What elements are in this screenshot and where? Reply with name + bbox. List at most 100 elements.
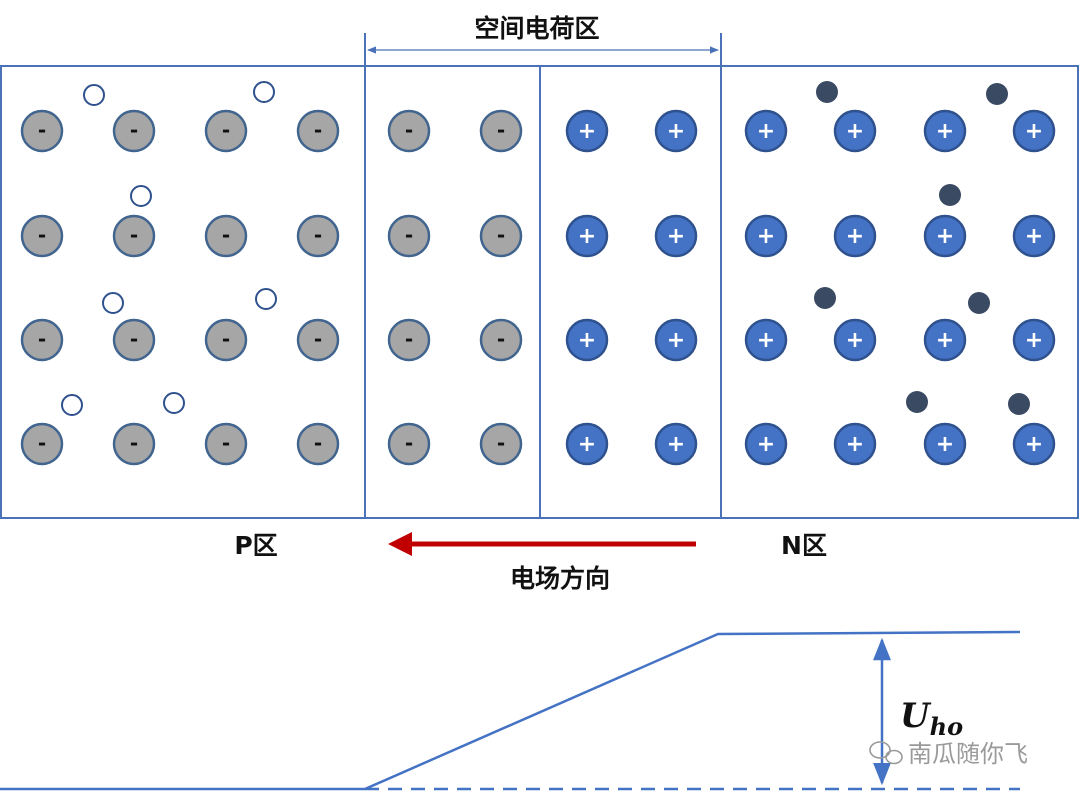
negative-sign: -: [38, 327, 46, 351]
negative-sign: -: [222, 223, 230, 247]
negative-ion-icon: -: [204, 318, 248, 362]
electron-icon: [906, 391, 928, 413]
negative-sign: -: [38, 431, 46, 455]
positive-sign: +: [1025, 119, 1043, 144]
positive-ion-icon: +: [923, 214, 967, 258]
positive-ion-icon: +: [654, 422, 698, 466]
positive-ion-icon: +: [654, 318, 698, 362]
negative-ion-icon: -: [112, 318, 156, 362]
negative-sign: -: [497, 118, 505, 142]
electron-icon: [986, 83, 1008, 105]
positive-ion-icon: +: [1012, 109, 1056, 153]
n-region-label: N区: [781, 531, 827, 560]
negative-ion-icon: -: [479, 214, 523, 258]
negative-ion-icon: -: [112, 109, 156, 153]
positive-ion-icon: +: [1012, 422, 1056, 466]
positive-sign: +: [1025, 224, 1043, 249]
positive-sign: +: [757, 224, 775, 249]
field-arrow-head: [388, 532, 412, 556]
field-direction-label: 电场方向: [510, 564, 610, 593]
positive-ion-icon: +: [654, 109, 698, 153]
negative-ion-icon: -: [479, 422, 523, 466]
negative-ion-icon: -: [296, 214, 340, 258]
negative-sign: -: [222, 327, 230, 351]
barrier-potential-symbol: U: [900, 696, 932, 736]
negative-sign: -: [405, 327, 413, 351]
positive-ion-icon: +: [833, 422, 877, 466]
positive-ion-icon: +: [1012, 214, 1056, 258]
potential-curve: [0, 630, 1021, 791]
negative-sign: -: [130, 431, 138, 455]
ion-lattice: - - - - - - + + + + + + - - - - - - + + + + + + - - - - - - + + + + + + - - - -…: [20, 109, 1056, 466]
positive-sign: +: [757, 328, 775, 353]
negative-sign: -: [497, 223, 505, 247]
negative-sign: -: [405, 431, 413, 455]
negative-sign: -: [405, 118, 413, 142]
positive-sign: +: [578, 328, 596, 353]
negative-sign: -: [405, 223, 413, 247]
positive-sign: +: [757, 119, 775, 144]
negative-ion-icon: -: [296, 109, 340, 153]
negative-sign: -: [314, 223, 322, 247]
positive-ion-icon: +: [565, 214, 609, 258]
positive-ion-icon: +: [744, 214, 788, 258]
positive-sign: +: [667, 119, 685, 144]
positive-sign: +: [846, 119, 864, 144]
positive-ion-icon: +: [565, 422, 609, 466]
electron-icon: [1008, 393, 1030, 415]
negative-ion-icon: -: [112, 214, 156, 258]
positive-ion-icon: +: [923, 422, 967, 466]
electron-icon: [968, 292, 990, 314]
negative-sign: -: [130, 118, 138, 142]
negative-sign: -: [314, 431, 322, 455]
holes-group: [61, 81, 277, 416]
positive-sign: +: [667, 432, 685, 457]
hole-icon: [130, 185, 152, 207]
positive-ion-icon: +: [833, 214, 877, 258]
negative-sign: -: [130, 327, 138, 351]
positive-ion-icon: +: [565, 318, 609, 362]
positive-sign: +: [578, 224, 596, 249]
positive-sign: +: [578, 432, 596, 457]
positive-ion-icon: +: [1012, 318, 1056, 362]
negative-ion-icon: -: [296, 422, 340, 466]
space-charge-region-label: 空间电荷区: [474, 14, 599, 43]
positive-sign: +: [936, 328, 954, 353]
positive-ion-icon: +: [833, 109, 877, 153]
positive-ion-icon: +: [565, 109, 609, 153]
negative-ion-icon: -: [296, 318, 340, 362]
negative-sign: -: [222, 118, 230, 142]
positive-sign: +: [1025, 328, 1043, 353]
negative-ion-icon: -: [112, 422, 156, 466]
positive-sign: +: [846, 432, 864, 457]
negative-ion-icon: -: [20, 109, 64, 153]
negative-ion-icon: -: [204, 422, 248, 466]
positive-sign: +: [846, 328, 864, 353]
electron-icon: [939, 184, 961, 206]
positive-sign: +: [936, 119, 954, 144]
negative-sign: -: [497, 431, 505, 455]
negative-ion-icon: -: [387, 109, 431, 153]
positive-sign: +: [936, 224, 954, 249]
hole-icon: [61, 394, 83, 416]
positive-ion-icon: +: [654, 214, 698, 258]
positive-sign: +: [846, 224, 864, 249]
positive-ion-icon: +: [744, 318, 788, 362]
positive-ion-icon: +: [923, 318, 967, 362]
electrons-group: [814, 81, 1030, 415]
negative-sign: -: [222, 431, 230, 455]
barrier-potential-subscript: ho: [930, 712, 963, 741]
negative-ion-icon: -: [20, 422, 64, 466]
negative-ion-icon: -: [387, 214, 431, 258]
positive-ion-icon: +: [923, 109, 967, 153]
positive-ion-icon: +: [833, 318, 877, 362]
watermark: 南瓜随你飞: [869, 740, 1028, 768]
positive-sign: +: [667, 328, 685, 353]
positive-sign: +: [936, 432, 954, 457]
negative-sign: -: [314, 327, 322, 351]
negative-sign: -: [38, 118, 46, 142]
positive-sign: +: [667, 224, 685, 249]
negative-ion-icon: -: [479, 109, 523, 153]
positive-ion-icon: +: [744, 109, 788, 153]
